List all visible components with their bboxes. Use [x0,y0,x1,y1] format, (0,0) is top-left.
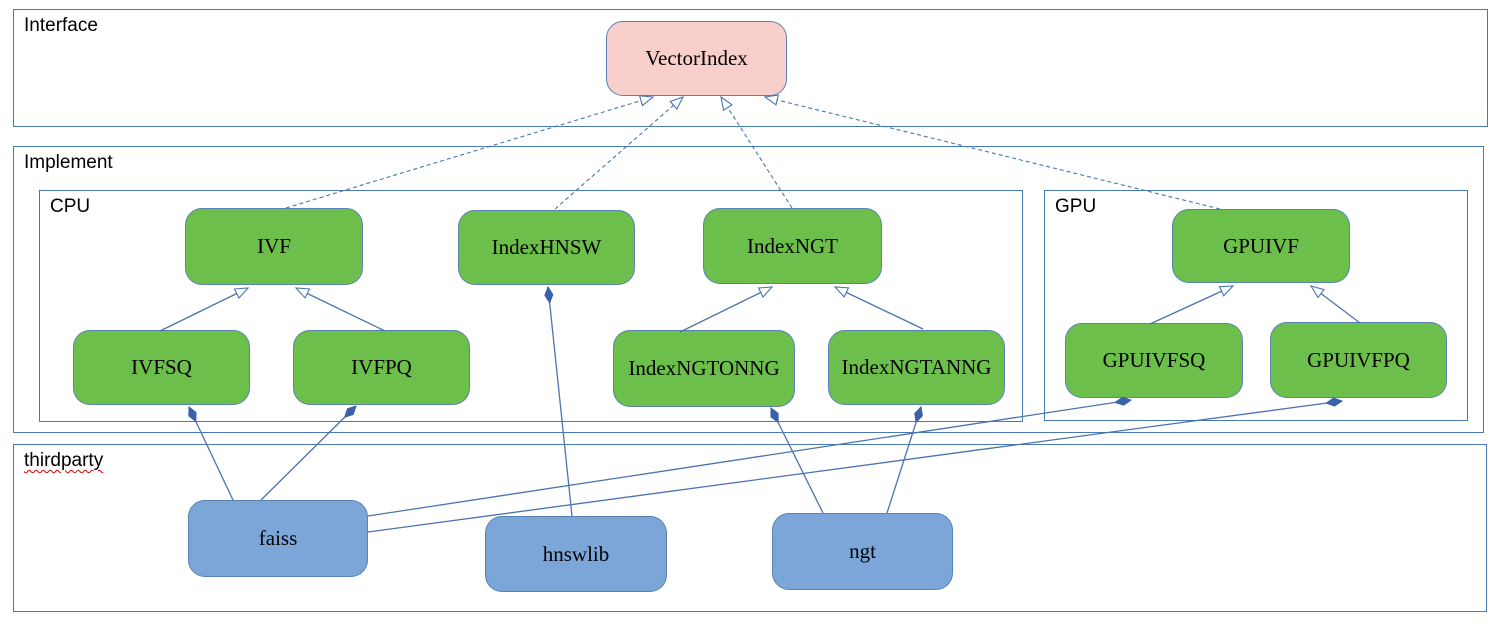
node-ivf: IVF [185,208,363,285]
node-indexngt: IndexNGT [703,208,882,284]
node-indexhnsw: IndexHNSW [458,210,635,285]
node-indexngtonng: IndexNGTONNG [613,330,795,407]
node-ivfsq: IVFSQ [73,330,250,405]
node-ivfpq: IVFPQ [293,330,470,405]
node-indexngtanng: IndexNGTANNG [828,330,1005,405]
group-implement-label: Implement [24,152,113,173]
group-cpu-label: CPU [50,196,91,217]
group-interface-label: Interface [24,15,98,36]
node-gpuivfsq: GPUIVFSQ [1065,323,1243,398]
node-hnswlib: hnswlib [485,516,667,592]
node-gpuivfpq: GPUIVFPQ [1270,322,1447,398]
group-thirdparty-label: thirdparty [24,450,104,471]
node-vectorindex: VectorIndex [606,21,787,96]
node-gpuivf: GPUIVF [1172,209,1350,283]
node-faiss: faiss [188,500,368,577]
node-ngt: ngt [772,513,953,590]
group-gpu-label: GPU [1055,196,1097,217]
